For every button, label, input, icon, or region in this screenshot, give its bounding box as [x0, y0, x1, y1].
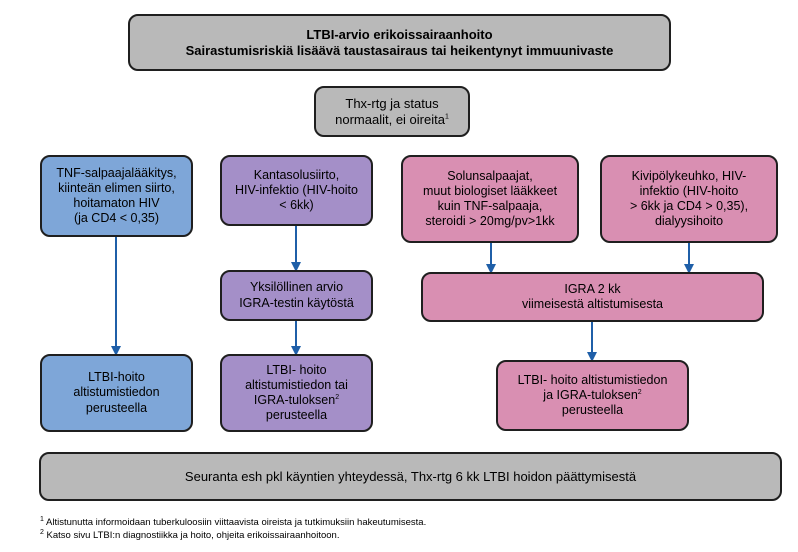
- status-line-2-wrap: normaalit, ei oireita1: [335, 112, 449, 128]
- group-pink-1-line: Solunsalpaajat,: [447, 168, 533, 183]
- footnote-1: 1 Altistunutta informoidaan tuberkuloosi…: [40, 515, 427, 530]
- result-blue-line: perusteella: [85, 400, 148, 415]
- assessment-line: Yksilöllinen arvio: [249, 280, 344, 295]
- group-purple-line: Kantasolusiirto,: [253, 167, 340, 182]
- footnote-2: 2 Katso sivu LTBI:n diagnostiikka ja hoi…: [40, 528, 426, 543]
- status-footnote-ref: 1: [444, 113, 449, 121]
- group-pink-2-line: > 6kk ja CD4 > 0,35),: [629, 199, 749, 213]
- result-pink-line: ja IGRA-tuloksen: [543, 387, 638, 402]
- group-blue-line: TNF-salpaajalääkitys,: [56, 165, 177, 180]
- status-line-1: Thx-rtg ja status: [345, 95, 439, 111]
- group-blue-box: TNF-salpaajalääkitys, kiinteän elimen si…: [40, 155, 193, 237]
- group-pink-2-box: Kivipölykeuhko, HIV- infektio (HIV-hoito…: [600, 155, 778, 243]
- footnote-2-mark: 2: [40, 528, 44, 536]
- result-purple-line: IGRA-tuloksen: [253, 393, 336, 407]
- igra-box: IGRA 2 kk viimeisestä altistumisesta: [421, 272, 764, 322]
- result-purple-box: LTBI- hoito altistumistiedon tai IGRA-tu…: [220, 354, 373, 432]
- group-blue-line: hoitamaton HIV: [73, 196, 160, 210]
- result-pink-box: LTBI- hoito altistumistiedon ja IGRA-tul…: [496, 360, 689, 431]
- group-purple-line: < 6kk): [279, 198, 314, 213]
- group-pink-2-line: dialyysihoito: [654, 214, 724, 229]
- group-blue-line: kiinteän elimen siirto,: [58, 180, 175, 195]
- result-purple-line: altistumistiedon tai: [245, 377, 348, 392]
- group-purple-box: Kantasolusiirto, HIV-infektio (HIV-hoito…: [220, 155, 373, 226]
- footnote-1-text: Altistunutta informoidaan tuberkuloosiin…: [43, 517, 427, 528]
- igra-line: viimeisestä altistumisesta: [521, 297, 663, 311]
- igra-line: IGRA 2 kk: [564, 281, 621, 296]
- result-purple-line: perusteella: [265, 408, 328, 423]
- group-pink-1-line: kuin TNF-salpaaja,: [437, 199, 543, 213]
- followup-text: Seuranta esh pkl käyntien yhteydessä, Th…: [184, 468, 637, 484]
- result-blue-box: LTBI-hoito altistumistiedon perusteella: [40, 354, 193, 432]
- status-box: Thx-rtg ja status normaalit, ei oireita1: [314, 86, 470, 137]
- group-pink-2-line: infektio (HIV-hoito: [639, 183, 739, 198]
- result-blue-line: LTBI-hoito: [88, 370, 145, 385]
- result-pink-footnote-ref: 2: [637, 388, 642, 396]
- assessment-box: Yksilöllinen arvio IGRA-testin käytöstä: [220, 270, 373, 321]
- group-pink-2-line: Kivipölykeuhko, HIV-: [631, 168, 747, 183]
- footnote-2-text: Katso sivu LTBI:n diagnostiikka ja hoito…: [43, 529, 340, 541]
- followup-box: Seuranta esh pkl käyntien yhteydessä, Th…: [39, 452, 782, 501]
- group-blue-line: (ja CD4 < 0,35): [73, 211, 160, 226]
- result-purple-line-3-wrap: IGRA-tuloksen2: [254, 393, 339, 408]
- footnote-1-mark: 1: [40, 515, 44, 523]
- header-box: LTBI-arvio erikoissairaanhoito Sairastum…: [128, 14, 671, 71]
- status-line-2: normaalit, ei oireita: [335, 111, 445, 127]
- header-title: LTBI-arvio erikoissairaanhoito: [306, 26, 493, 42]
- assessment-line: IGRA-testin käytöstä: [239, 295, 354, 310]
- result-pink-line: LTBI- hoito altistumistiedon: [517, 372, 668, 387]
- group-purple-line: HIV-infektio (HIV-hoito: [235, 182, 358, 197]
- header-subtitle: Sairastumisriskiä lisäävä taustasairaus …: [185, 42, 614, 58]
- result-blue-line: altistumistiedon: [73, 385, 160, 400]
- result-purple-line: LTBI- hoito: [266, 362, 327, 377]
- result-pink-line-2-wrap: ja IGRA-tuloksen2: [543, 388, 641, 403]
- group-pink-1-line: steroidi > 20mg/pv>1kk: [425, 214, 555, 229]
- footnotes: 1 Altistunutta informoidaan tuberkuloosi…: [40, 515, 427, 543]
- result-pink-line: perusteella: [561, 403, 624, 418]
- result-purple-footnote-ref: 2: [335, 393, 340, 401]
- group-pink-1-box: Solunsalpaajat, muut biologiset lääkkeet…: [401, 155, 579, 243]
- group-pink-1-line: muut biologiset lääkkeet: [422, 183, 558, 198]
